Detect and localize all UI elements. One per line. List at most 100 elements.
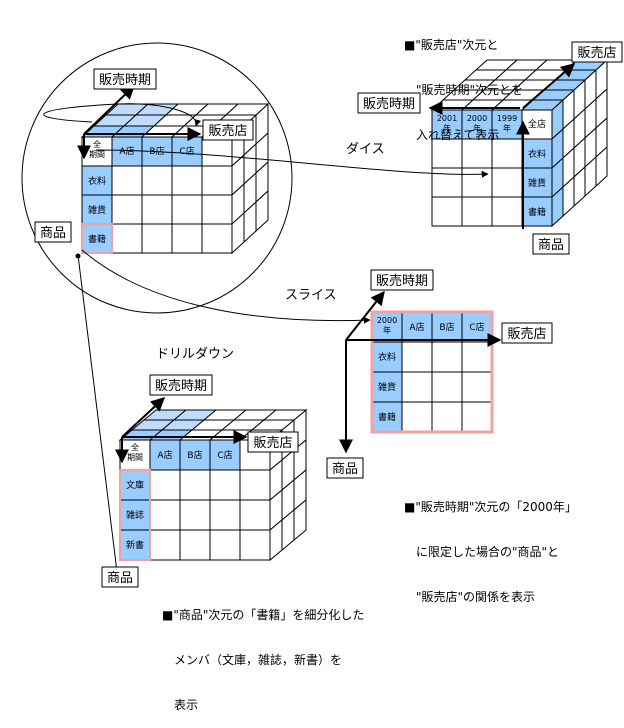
store-header-text: C店 (469, 321, 484, 333)
store-header-text: A店 (119, 145, 134, 157)
drill-note-line: 表示 (174, 698, 199, 712)
product-header-text: 衣料 (378, 351, 396, 363)
product-header-text: 書籍 (378, 411, 396, 423)
dice-connector (95, 149, 489, 178)
front-cell (141, 194, 173, 225)
store-header-text: B店 (439, 321, 454, 333)
front-cell (111, 136, 143, 167)
slice-cell (401, 341, 433, 373)
front-cell (149, 499, 181, 531)
slice-store-label: 販売店 (501, 322, 553, 344)
drill-note-line: ■"商品"次元の「書籍」を細分化した (162, 608, 365, 622)
dice-store-label: 販売店 (571, 41, 623, 63)
front-cell (149, 469, 181, 501)
product-header-text: 衣料 (88, 175, 106, 187)
front-cell (461, 196, 493, 227)
front-cell (491, 196, 523, 227)
store-header-text: B店 (187, 449, 202, 461)
front-cell (179, 529, 211, 561)
dice-store-axis (522, 63, 576, 109)
front-cell (149, 529, 181, 561)
slice-highlight (370, 310, 494, 434)
slice-product-label: 商品 (326, 457, 364, 479)
slice-connector (81, 249, 371, 324)
dice-note-line: ■"販売店"次元と (404, 38, 499, 52)
slice-cell (431, 341, 463, 373)
books-highlight (81, 223, 113, 254)
front-cell (171, 194, 203, 225)
drill-period-label: 販売時期 (149, 374, 213, 396)
detail-highlight (119, 469, 151, 561)
drill-period-text: 販売時期 (155, 378, 207, 394)
main-period-text: 販売時期 (99, 72, 151, 88)
all-period-cell-text: 全期間 (127, 442, 143, 462)
front-cell (111, 165, 143, 196)
slice-cell (371, 341, 403, 373)
slice-cell (431, 401, 463, 433)
front-cell (431, 167, 463, 198)
front-cell (491, 167, 523, 198)
front-cell (81, 165, 113, 196)
slice-op-label: スライス (285, 288, 337, 303)
drill-store-text: 販売店 (253, 435, 292, 451)
dice-period-text: 販売時期 (363, 96, 415, 112)
main-store-text: 販売店 (208, 123, 247, 139)
front-cell (119, 499, 151, 531)
product-header-text: 雑貨 (88, 204, 106, 216)
front-cell (141, 223, 173, 254)
slice-note: ■"販売時期"次元の「2000年」 に限定した場合の"商品"と "販売店"の関係… (404, 470, 577, 620)
dice-period-label: 販売時期 (357, 92, 421, 114)
slice-cell (461, 341, 493, 373)
front-cell (111, 194, 143, 225)
dice-note: ■"販売店"次元と "販売時期"次元とを 入れ替えて表示 (404, 8, 523, 158)
slice-period-label: 販売時期 (370, 269, 434, 291)
front-cell (521, 138, 553, 169)
slice-cell (401, 371, 433, 403)
store-header-text: A店 (157, 449, 172, 461)
product-header-text: 雑貨 (378, 381, 396, 393)
store-header-text: C店 (179, 145, 194, 157)
dice-op-label: ダイス (346, 142, 385, 157)
front-cell (171, 165, 203, 196)
main-product-text: 商品 (40, 226, 66, 241)
drill-store-label: 販売店 (247, 431, 299, 453)
drilldown-connector (77, 254, 121, 581)
slice-cell (431, 371, 463, 403)
main-product-label: 商品 (34, 221, 72, 243)
main-period-axis (83, 85, 136, 135)
front-cell (141, 165, 173, 196)
product-detail-text: 雑誌 (126, 509, 144, 521)
dice-note-line: "販売時期"次元とを (416, 83, 524, 97)
product-header-text: 衣料 (528, 148, 546, 160)
slice-product-text: 商品 (332, 462, 358, 477)
front-cell (171, 223, 203, 254)
front-cell (201, 194, 233, 225)
front-cell (461, 167, 493, 198)
drill-note-line: メンバ（文庫，雑誌，新書）を (174, 653, 343, 667)
front-cell (81, 194, 113, 225)
front-cell (239, 469, 271, 501)
slice-note-line: ■"販売時期"次元の「2000年」 (404, 500, 577, 514)
front-cell (491, 138, 523, 169)
front-cell (111, 223, 143, 254)
front-cell (179, 439, 211, 471)
slice-note-line: に限定した場合の"商品"と (416, 545, 560, 559)
front-cell (209, 529, 241, 561)
slice-cell (461, 401, 493, 433)
store-header-text: B店 (149, 145, 164, 157)
selection-circle (21, 42, 293, 314)
store-header-text: A店 (409, 321, 424, 333)
drilldown-op-label: ドリルダウン (156, 347, 234, 362)
front-cell (201, 165, 233, 196)
dice-product-label: 商品 (532, 233, 570, 255)
drill-origin-dot (75, 253, 81, 259)
drill-product-text: 商品 (107, 571, 133, 586)
